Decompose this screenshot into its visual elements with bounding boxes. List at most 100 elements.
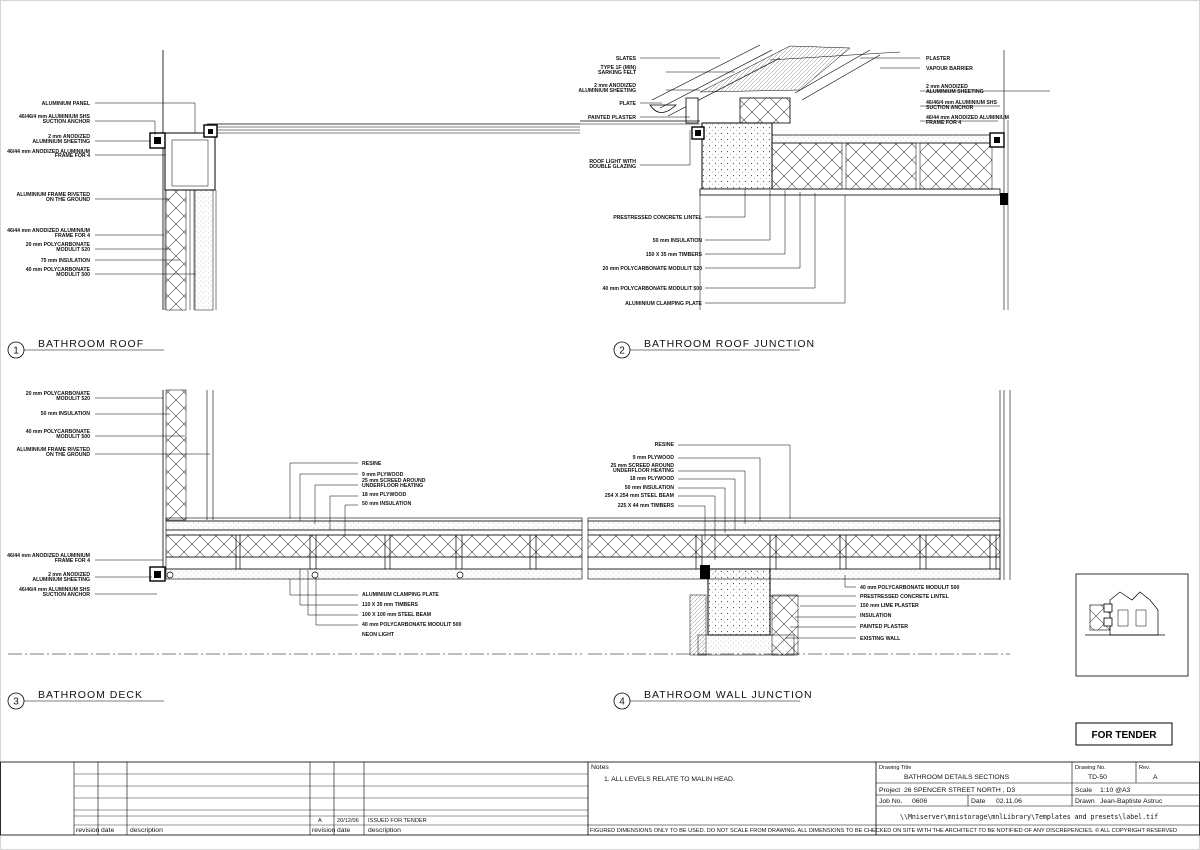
rev-row-revision: A (318, 818, 322, 824)
annotation-label: 18 mm PLYWOOD (630, 476, 674, 482)
detail-3-bathroom-deck (8, 389, 583, 655)
annotation-label: 25 mm SCREED AROUND (362, 478, 426, 484)
project: 26 SPENCER STREET NORTH , D3 (904, 787, 1015, 794)
detail-title-text: BATHROOM ROOF (38, 338, 144, 350)
annotation-label: PAINTED PLASTER (860, 624, 908, 630)
detail-number: 3 (13, 697, 19, 708)
annotation-label: FRAME FOR 4 (55, 233, 90, 239)
annotation-label: 150 X 35 mm TIMBERS (646, 252, 703, 258)
stamp-text: FOR TENDER (1092, 730, 1158, 741)
detail-title-2: 2 BATHROOM ROOF JUNCTION (613, 338, 815, 359)
annotation-label: FRAME FOR 4 (55, 153, 90, 159)
annotation-label: 46/46/4 mm ALUMINIUM SHS (926, 100, 998, 106)
annotation-label: PRESTRESSED CONCRETE LINTEL (613, 215, 703, 221)
detail-title-1: 1 BATHROOM ROOF (7, 338, 164, 359)
annotation-label: MODULIT 500 (56, 434, 90, 440)
rev-header-revision-2: revision (312, 827, 336, 834)
project-label: Project (879, 787, 900, 794)
annotation-label: 20 mm POLYCARBONATE (26, 391, 91, 397)
detail-1-bathroom-roof (95, 50, 580, 311)
annotation-label: PLASTER (926, 56, 950, 62)
annotation-label: PLATE (619, 101, 636, 107)
annotation-label: 2 mm ANODIZED (594, 83, 636, 89)
file-path: \\Mniserver\mnistorage\mnlLibrary\Templa… (900, 813, 1158, 821)
annotation-label: 225 X 44 mm TIMBERS (618, 503, 675, 509)
annotation-label: 50 mm INSULATION (653, 238, 702, 244)
annotation-label: NEON LIGHT (362, 632, 395, 638)
annotation-label: FRAME FOR 4 (55, 558, 90, 564)
detail-title-3: 3 BATHROOM DECK (7, 689, 164, 710)
date: 02.11.06 (996, 798, 1022, 805)
key-plan-thumbnail (1075, 573, 1189, 677)
annotation-label: UNDERFLOOR HEATING (613, 468, 674, 474)
title-block-text: Drawing Title BATHROOM DETAILS SECTIONS … (590, 765, 1177, 834)
note-1: 1. ALL LEVELS RELATE TO MALIN HEAD. (604, 776, 735, 783)
scale: 1:10 @A3 (1100, 787, 1131, 794)
annotation-label: PRESTRESSED CONCRETE LINTEL (860, 594, 950, 600)
disclaimer: FIGURED DIMENSIONS ONLY TO BE USED. DO N… (590, 827, 1177, 834)
annotation-label: 50 mm INSULATION (362, 501, 411, 507)
annotation-label: MODULIT 520 (56, 247, 90, 253)
annotation-label: 20 mm POLYCARBONATE MODULIT 520 (603, 266, 703, 272)
annotation-label: 46/44 mm ANODIZED ALUMINIUM (926, 115, 1009, 121)
detail-title-text: BATHROOM ROOF JUNCTION (644, 338, 815, 350)
notes: Notes 1. ALL LEVELS RELATE TO MALIN HEAD… (591, 764, 735, 783)
annotation-label: 50 mm INSULATION (41, 411, 90, 417)
detail-title-text: BATHROOM DECK (38, 689, 143, 701)
title-block (0, 761, 1200, 836)
rev-row-date: 20/12/06 (337, 818, 359, 824)
annotation-label: 46/46/4 mm ALUMINIUM SHS (19, 114, 91, 120)
annotation-label: ON THE GROUND (46, 452, 90, 458)
drawing-title: BATHROOM DETAILS SECTIONS (904, 774, 1010, 781)
annotation-label: 40 mm POLYCARBONATE (26, 429, 91, 435)
labels-junction-bottom: PRESTRESSED CONCRETE LINTEL 50 mm INSULAT… (603, 215, 703, 307)
annotation-label: 46/44 mm ANODIZED ALUMINIUM (7, 553, 90, 559)
rev-value: A (1153, 774, 1158, 781)
annotation-label: SLATES (616, 56, 637, 62)
annotation-label: UNDERFLOOR HEATING (362, 483, 423, 489)
scale-label: Scale (1075, 787, 1092, 794)
annotation-label: 40 mm POLYCARBONATE MODULIT 500 (603, 286, 703, 292)
for-tender-stamp: FOR TENDER (1075, 722, 1173, 746)
annotation-label: ALUMINIUM PANEL (42, 101, 91, 107)
annotation-label: ALUMINIUM FRAME RIVETED (17, 192, 91, 198)
rev-header-date: date (101, 827, 114, 834)
detail-number: 4 (619, 697, 625, 708)
rev-header-revision: revision (76, 827, 100, 834)
detail-number: 1 (13, 346, 19, 357)
annotation-label: ROOF LIGHT WITH (589, 159, 636, 165)
annotation-label: 46/44 mm ANODIZED ALUMINIUM (7, 149, 90, 155)
detail-number: 2 (619, 346, 625, 357)
notes-heading: Notes (591, 764, 609, 771)
date-label: Date (971, 798, 986, 805)
annotation-label: ALUMINIUM SHEETING (32, 139, 90, 145)
annotation-labels: ALUMINIUM PANEL 46/46/4 mm ALUMINIUM SHS S… (7, 56, 1009, 642)
rev-header-description: description (130, 827, 163, 834)
detail-2-roof-junction (580, 44, 1050, 310)
annotation-label: ALUMINIUM SHEETING (32, 577, 90, 583)
annotation-label: ALUMINIUM FRAME RIVETED (17, 447, 91, 453)
annotation-label: 150 mm LIME PLASTER (860, 603, 919, 609)
annotation-label: TYPE 1F (MIN) (601, 65, 637, 71)
labels-wall-right: 40 mm POLYCARBONATE MODULIT 500PRESTRESS… (860, 585, 960, 642)
annotation-label: ALUMINIUM SHEETING (578, 88, 636, 94)
annotation-label: VAPOUR BARRIER (926, 66, 973, 72)
drawing-no-label: Drawing No. (1075, 765, 1106, 771)
annotation-label: 25 mm SCREED AROUND (610, 463, 674, 469)
annotation-label: MODULIT 520 (56, 396, 90, 402)
rev-header-date-2: date (337, 827, 350, 834)
annotation-label: 100 X 100 mm STEEL BEAM (362, 612, 431, 618)
annotation-label: 46/46/4 mm ALUMINIUM SHS (19, 587, 91, 593)
annotation-label: EXISTING WALL (860, 636, 901, 642)
drawn: Jean-Baptiste Astruc (1100, 798, 1163, 805)
annotation-label: SARKING FELT (598, 70, 637, 76)
annotation-label: ALUMINIUM SHEETING (926, 89, 984, 95)
annotation-label: ALUMINIUM CLAMPING PLATE (625, 301, 702, 307)
annotation-label: PAINTED PLASTER (588, 115, 636, 121)
